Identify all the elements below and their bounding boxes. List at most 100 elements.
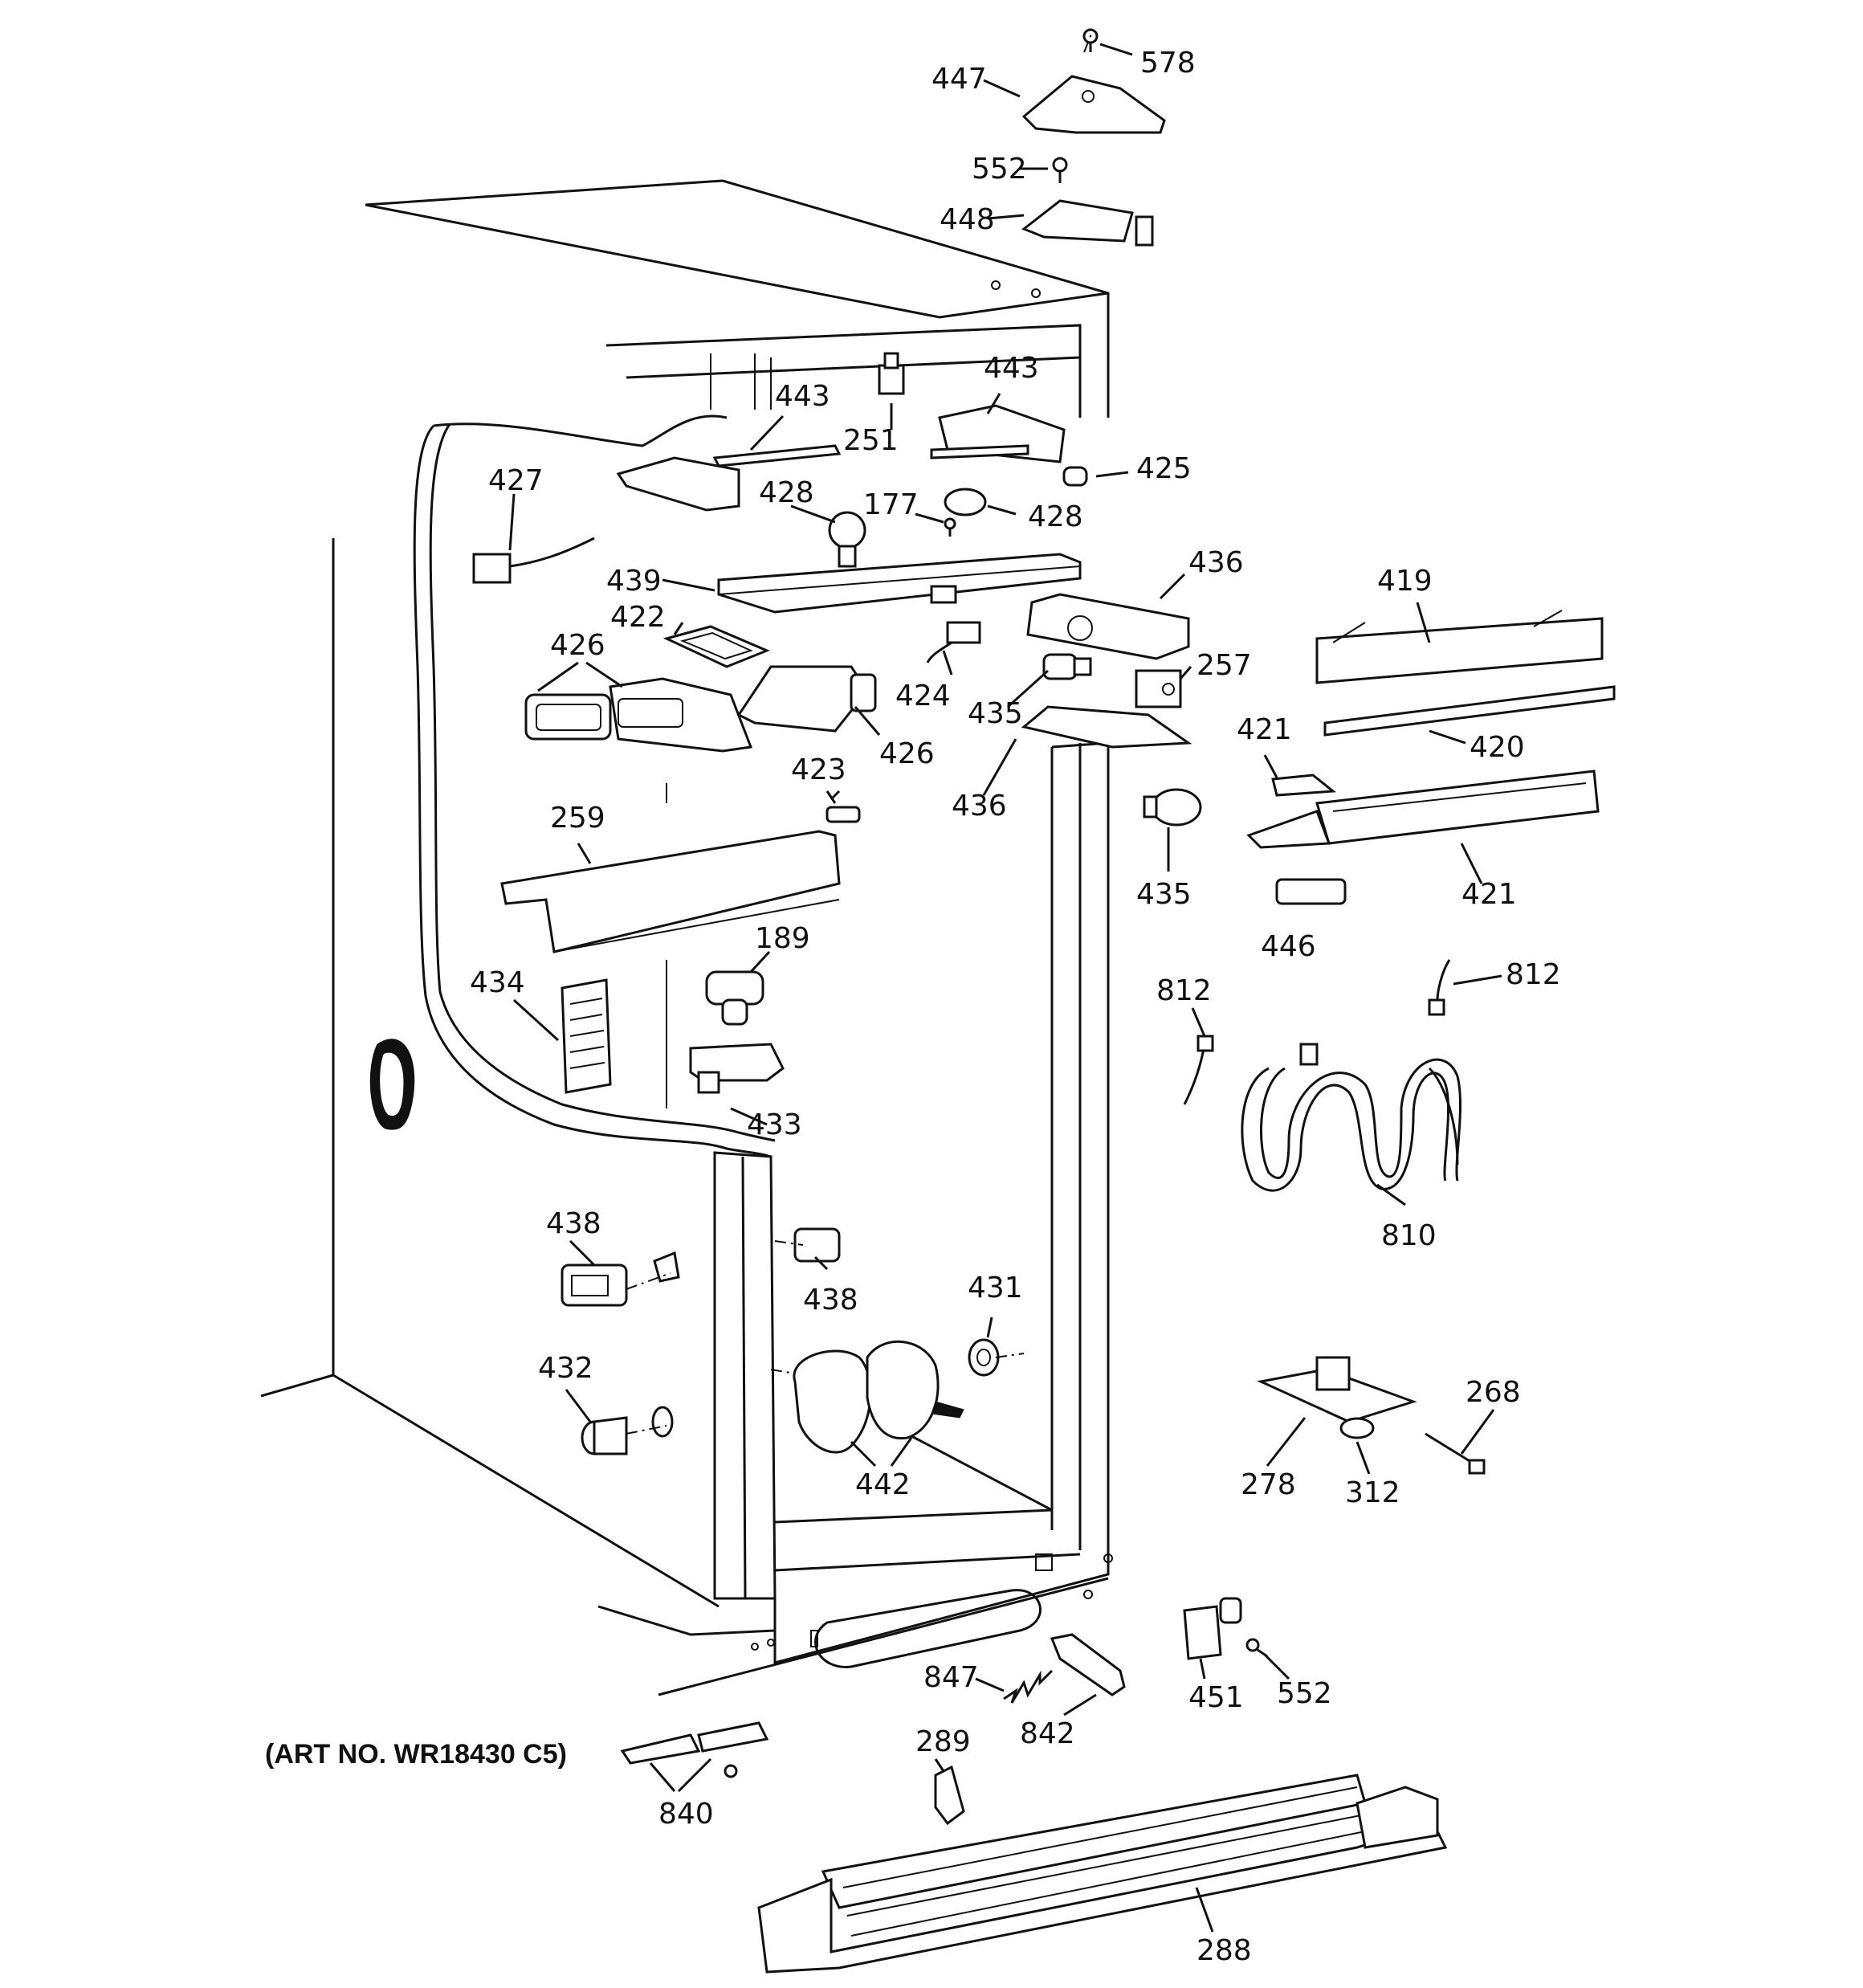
part-432-bushing	[581, 1406, 674, 1455]
part-419-rail	[1315, 610, 1604, 684]
label-289: 289	[915, 1725, 971, 1758]
label-432: 432	[538, 1352, 593, 1385]
label-439: 439	[606, 565, 662, 598]
label-278: 278	[1241, 1468, 1296, 1501]
label-420: 420	[1470, 731, 1525, 764]
part-552-screw-bottom	[1245, 1638, 1268, 1658]
label-847: 847	[923, 1661, 979, 1694]
part-840-spacers	[620, 1721, 769, 1778]
part-426-damper	[736, 665, 877, 733]
label-428-left: 428	[759, 476, 814, 509]
label-443-right: 443	[984, 352, 1039, 385]
part-847-spring	[1003, 1669, 1054, 1704]
part-259-cover	[500, 830, 841, 953]
part-428-gear-left	[828, 511, 866, 568]
part-423-bulb-socket	[826, 790, 861, 823]
label-451: 451	[1188, 1681, 1244, 1714]
label-421-bottom: 421	[1461, 878, 1517, 911]
part-426-duct-main	[609, 677, 753, 753]
part-189-fitting	[705, 970, 764, 1026]
part-436-housing-top	[1026, 593, 1190, 660]
part-842-leveler	[1050, 1633, 1126, 1696]
label-442: 442	[855, 1468, 911, 1501]
label-438-right: 438	[803, 1284, 858, 1316]
label-810: 810	[1381, 1219, 1437, 1252]
part-446-lens	[1275, 878, 1347, 905]
label-552-top: 552	[972, 153, 1027, 186]
label-448: 448	[940, 203, 995, 236]
label-428-right: 428	[1028, 500, 1083, 533]
label-421-top: 421	[1237, 713, 1292, 746]
part-812-tube-left	[1183, 1035, 1214, 1105]
leader-lines	[508, 31, 1502, 1933]
part-268-bolt	[1425, 1432, 1486, 1475]
label-447: 447	[932, 63, 987, 96]
label-259: 259	[550, 802, 605, 835]
part-552-screw-top	[1052, 157, 1068, 183]
label-423: 423	[791, 753, 846, 786]
label-812-right: 812	[1506, 958, 1561, 991]
part-425-plug	[1062, 466, 1088, 487]
label-177: 177	[863, 488, 919, 521]
label-424: 424	[895, 680, 951, 712]
part-251-connector	[878, 352, 905, 395]
label-840: 840	[658, 1798, 714, 1831]
part-428-gear-right	[944, 488, 987, 516]
label-436-top: 436	[1188, 546, 1244, 579]
label-552-bottom: 552	[1277, 1677, 1332, 1710]
label-189: 189	[755, 922, 810, 955]
label-446: 446	[1261, 930, 1316, 963]
part-448-hinge	[1021, 199, 1154, 247]
label-288: 288	[1196, 1934, 1252, 1967]
label-435-bulb: 435	[1136, 878, 1192, 911]
label-425: 425	[1136, 452, 1192, 485]
part-427-switch	[472, 537, 595, 584]
part-257-thermostat	[1135, 669, 1182, 708]
label-257: 257	[1196, 649, 1252, 682]
label-426-right: 426	[879, 737, 935, 770]
part-420-strip	[1323, 685, 1616, 737]
label-268: 268	[1466, 1376, 1521, 1409]
part-436-cover-bottom	[1021, 705, 1192, 749]
part-451-hinge-bottom	[1183, 1597, 1242, 1660]
label-422: 422	[610, 601, 666, 634]
label-842: 842	[1020, 1717, 1075, 1750]
label-436-bottom: 436	[952, 790, 1007, 823]
part-288-grille	[757, 1774, 1448, 1974]
label-443-left: 443	[775, 380, 830, 413]
part-438-switch-left	[561, 1251, 680, 1307]
part-812-tube-right	[1428, 959, 1451, 1016]
label-435-mid: 435	[968, 697, 1023, 730]
label-312: 312	[1345, 1476, 1400, 1509]
part-434-grille	[561, 978, 612, 1094]
part-421-frame	[1246, 769, 1600, 849]
part-421-frame-top	[1271, 774, 1336, 797]
label-434: 434	[470, 966, 525, 999]
part-289-clip	[934, 1765, 965, 1826]
part-278-bracket	[1257, 1356, 1417, 1423]
label-812-left: 812	[1156, 974, 1212, 1007]
part-433-bracket	[689, 1043, 785, 1094]
part-443-bracket-right	[930, 404, 1066, 463]
part-435-bulb	[1143, 788, 1202, 827]
part-438-switch-right	[793, 1227, 841, 1263]
part-435-socket-mid	[1042, 653, 1092, 680]
part-312-roller	[1339, 1417, 1375, 1439]
part-443-bracket-left	[616, 444, 842, 512]
cabinet-outline	[260, 179, 1113, 1696]
part-431-grommet	[968, 1338, 1000, 1377]
label-578: 578	[1140, 47, 1196, 80]
label-431: 431	[968, 1272, 1023, 1304]
art-number: (ART NO. WR18430 C5)	[265, 1739, 567, 1770]
label-438-left: 438	[546, 1207, 601, 1240]
part-177-screw	[944, 517, 956, 537]
part-439-channel	[717, 553, 1082, 614]
label-426-left: 426	[550, 629, 605, 662]
label-251: 251	[843, 424, 899, 457]
part-442-damper-assembly	[793, 1340, 964, 1454]
callout-labels: 578 447 552 448 443 251 443 425 427 428 …	[265, 47, 1561, 1967]
part-424-sensor	[926, 621, 981, 663]
label-419: 419	[1377, 565, 1433, 598]
part-447-cover	[1021, 75, 1166, 134]
